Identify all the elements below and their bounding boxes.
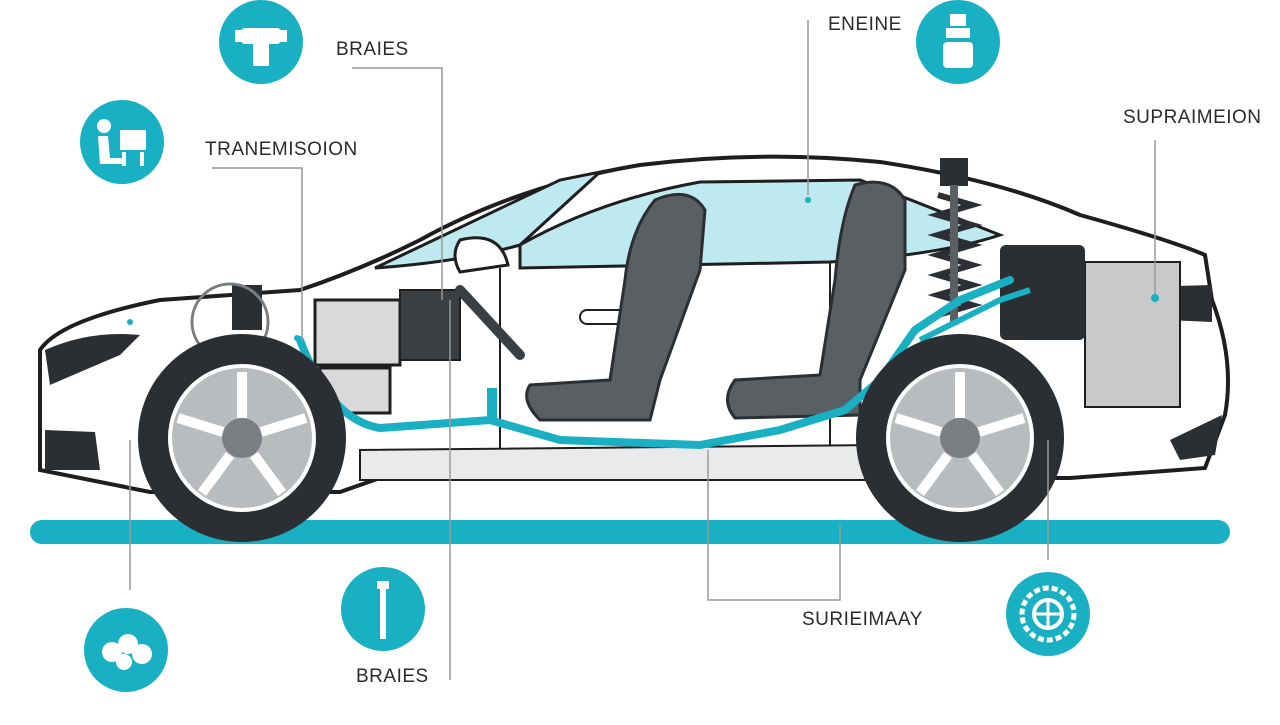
- brake-unit: [232, 285, 262, 330]
- rear-unit: [1000, 245, 1085, 340]
- rear-panel: [1084, 261, 1181, 408]
- sill: [359, 443, 881, 481]
- side-mirror: [453, 236, 510, 274]
- transmission-box: [399, 289, 461, 361]
- shock-spring: [927, 192, 983, 318]
- rear-seat: [726, 180, 907, 420]
- front-seat: [525, 192, 707, 422]
- wheel-gear-icon: [1006, 572, 1090, 656]
- front-wheel: [138, 334, 346, 542]
- label-engine: ENEINE: [828, 14, 902, 35]
- rear-wheel: [856, 334, 1064, 542]
- label-suspension: SUPRAIMEION: [1123, 107, 1262, 128]
- label-summary: SURIEIMAAY: [802, 609, 923, 630]
- headlight: [45, 334, 140, 385]
- engine-block: [313, 298, 402, 367]
- front-grille: [45, 430, 100, 470]
- rear-bumper-slot: [1170, 415, 1222, 460]
- fluid-line-2: [918, 287, 1031, 343]
- leader-dots: [127, 197, 1159, 341]
- driver-seat-icon: [80, 100, 164, 184]
- label-transmission: TRANEMISOION: [205, 139, 358, 160]
- brake-pedal-post: [487, 388, 497, 423]
- shock-absorber-icon: [341, 567, 425, 651]
- label-brakes-bottom: BRAIES: [356, 666, 429, 687]
- leader-lines: [129, 20, 1156, 680]
- brake-caliper-icon: [219, 0, 303, 84]
- chassis-parts-icon: [84, 608, 168, 692]
- shock-top: [940, 158, 968, 186]
- engine-block-icon: [916, 0, 1000, 84]
- label-brakes-top: BRAIES: [336, 39, 409, 60]
- shock-rod: [950, 185, 958, 325]
- steering-column: [455, 285, 525, 360]
